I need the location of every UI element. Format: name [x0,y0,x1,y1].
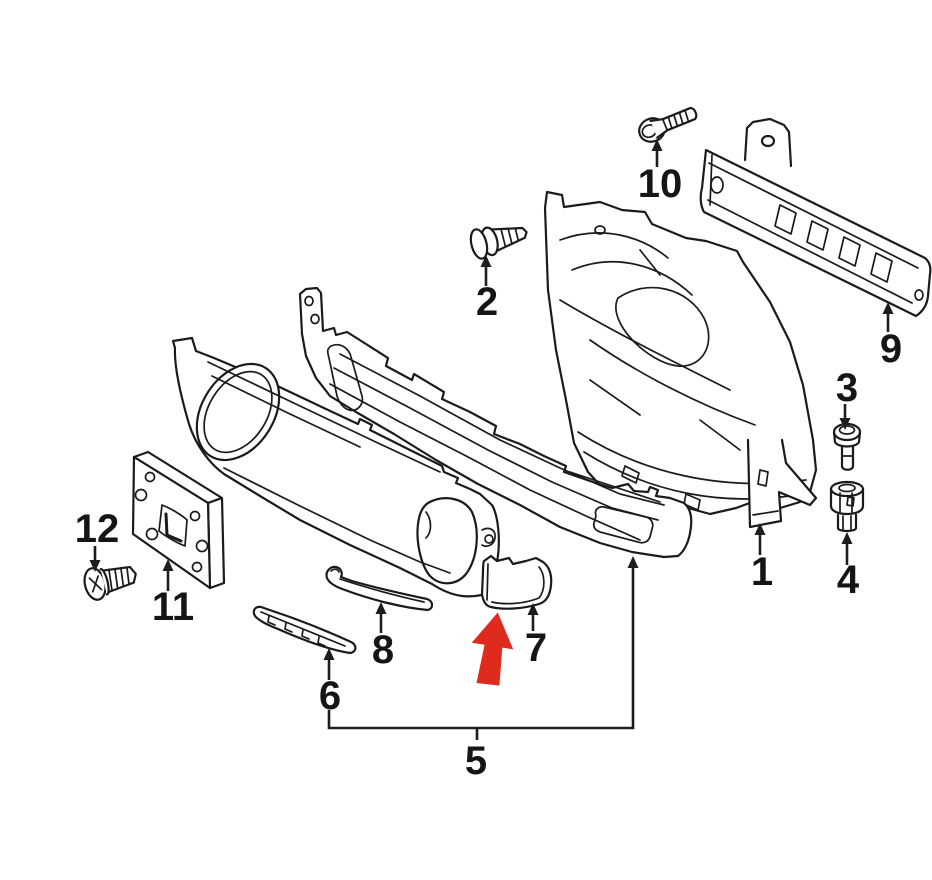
callout-arrowhead [882,302,894,314]
callout-arrowhead [89,560,101,572]
callout-3[interactable]: 3 [836,366,858,430]
callout-arrowhead [754,523,766,535]
callout-label-7[interactable]: 7 [525,626,547,670]
part-11-license-plate-bracket [131,450,226,590]
part-7-end-cap [480,554,553,610]
callout-arrowhead [651,139,663,151]
callout-arrowhead [627,556,639,568]
callout-label-2[interactable]: 2 [476,280,498,324]
callout-label-10[interactable]: 10 [638,162,683,206]
callout-11[interactable]: 11 [152,559,194,629]
highlight-arrow-part-7 [471,612,514,686]
callout-layer: 10 2 93 1 4 12 11 86 7 5 [75,139,902,783]
part-10-bolt [638,106,698,143]
callout-label-9[interactable]: 9 [880,327,902,371]
callout-label-6[interactable]: 6 [319,674,341,718]
part-1-front-panel [543,190,818,529]
callout-label-12[interactable]: 12 [75,507,120,551]
callout-5[interactable]: 5 [327,556,639,783]
callout-arrowhead [162,559,174,571]
callout-arrowhead [375,602,387,614]
callout-2[interactable]: 2 [476,255,498,324]
part-5-bumper-cover [298,286,693,559]
part-8-trim-strip [325,565,434,612]
callout-arrowhead [839,418,851,430]
callout-12[interactable]: 12 [75,507,120,572]
callout-label-3[interactable]: 3 [836,366,858,410]
part-12-screw [83,565,137,601]
callout-6[interactable]: 6 [319,648,341,718]
callout-arrowhead [841,532,853,544]
callout-bracket [327,567,635,730]
callout-label-11[interactable]: 11 [152,585,194,629]
callout-label-8[interactable]: 8 [372,628,394,672]
part-4-grommet [829,480,865,533]
callout-arrowhead [323,648,335,660]
part-lower-bumper-valance [171,336,500,598]
callout-arrowhead [527,603,539,615]
part-1-panel-leg [746,438,818,529]
callout-label-5[interactable]: 5 [465,739,487,783]
callout-1[interactable]: 1 [751,523,773,594]
callout-arrowhead [480,255,492,267]
part-3-bolt [832,422,862,471]
callout-8[interactable]: 8 [372,602,394,672]
part-9-reinforcement-bar [699,117,932,318]
part-6-moulding-strip [252,605,357,655]
callout-10[interactable]: 10 [638,139,683,206]
callout-label-4[interactable]: 4 [837,558,860,602]
callout-9[interactable]: 9 [880,302,902,371]
callout-label-1[interactable]: 1 [751,550,773,594]
callout-7[interactable]: 7 [525,603,547,670]
callout-4[interactable]: 4 [837,532,860,602]
part-2-push-clip [469,226,528,260]
